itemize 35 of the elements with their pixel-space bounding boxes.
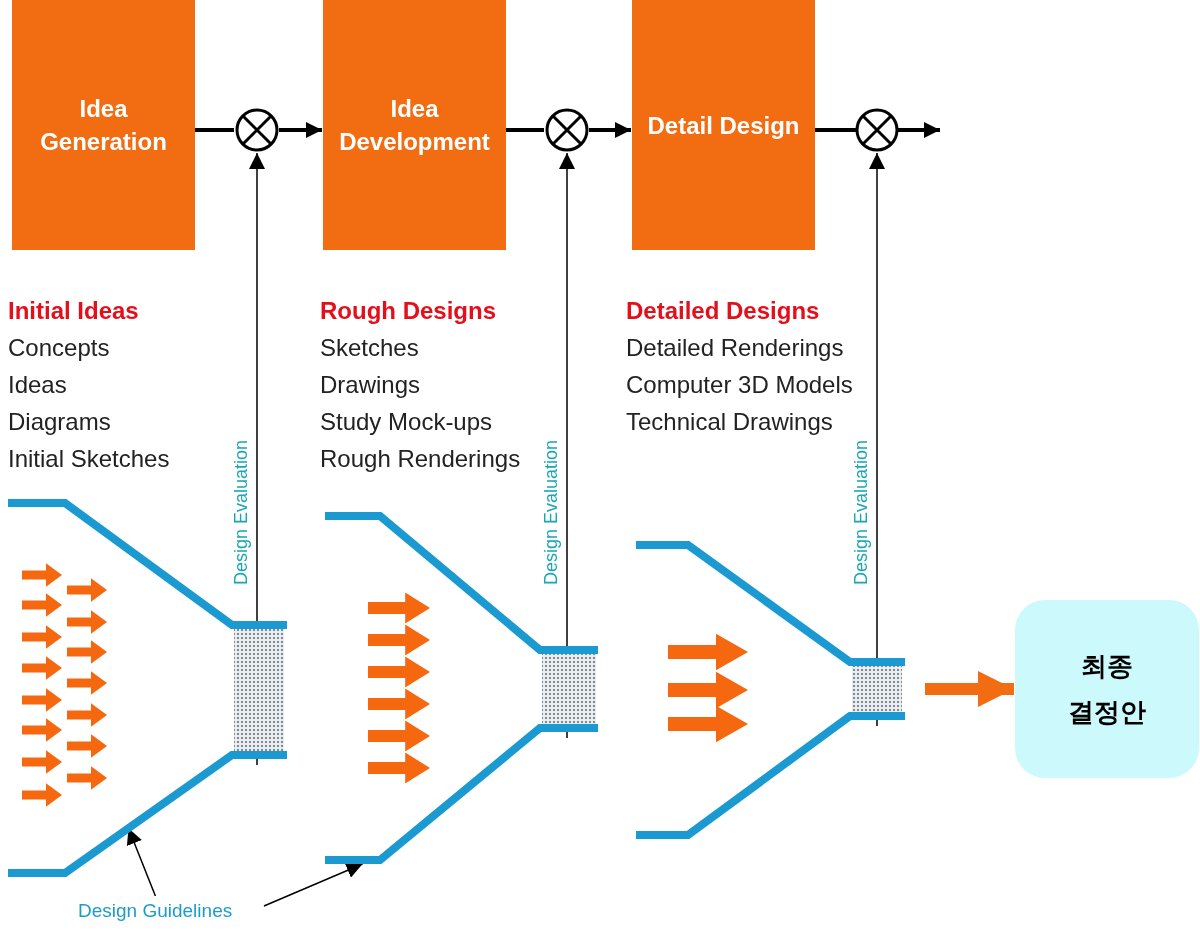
guideline-label: Design Guidelines <box>78 900 233 922</box>
list-item: Drawings <box>320 371 421 399</box>
arrow <box>279 122 322 138</box>
edge-label: Design Evaluation <box>541 439 562 585</box>
list-item: Computer 3D Models <box>626 371 853 399</box>
junction-circle <box>235 108 279 152</box>
list-item: Initial Sketches <box>8 445 170 473</box>
list-item: Diagrams <box>8 408 111 436</box>
arrow <box>559 152 575 739</box>
process-box: Detail Design <box>632 0 815 250</box>
process-box: Idea Generation <box>12 0 195 250</box>
heading-text: Rough Designs <box>320 297 496 325</box>
leader-line <box>263 862 364 907</box>
list-item: Rough Renderings <box>320 445 521 473</box>
list-item: Study Mock-ups <box>320 408 493 436</box>
connector-line <box>815 128 854 132</box>
arrow <box>925 671 1014 707</box>
edge-label: Design Evaluation <box>231 439 252 585</box>
connector-line <box>506 128 544 132</box>
heading-text: Initial Ideas <box>8 297 139 325</box>
result-box: 최종 결정안 <box>1015 600 1199 778</box>
list-item: Concepts <box>8 334 110 362</box>
list-item: Technical Drawings <box>626 408 833 436</box>
junction-circle <box>545 108 589 152</box>
process-box: Idea Development <box>323 0 506 250</box>
heading-text: Detailed Designs <box>626 297 820 325</box>
arrow <box>869 152 885 727</box>
junction-circle <box>855 108 899 152</box>
connector-line <box>195 128 234 132</box>
list-item: Detailed Renderings <box>626 334 844 362</box>
list-item: Sketches <box>320 334 419 362</box>
edge-label: Design Evaluation <box>851 439 872 585</box>
arrow <box>249 152 265 766</box>
arrow <box>589 122 631 138</box>
list-item: Ideas <box>8 371 67 399</box>
